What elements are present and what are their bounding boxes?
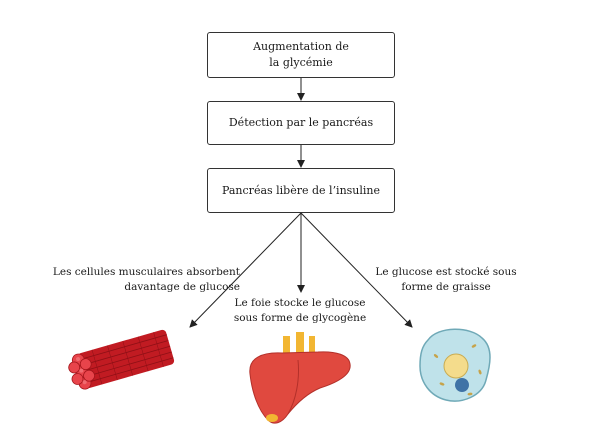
- step-pancreas-detection: Détection par le pancréas: [207, 101, 395, 145]
- step-insulin-release: Pancréas libère de l’insuline: [207, 168, 395, 213]
- muscle-caption: Les cellules musculaires absorbent davan…: [52, 266, 240, 294]
- step-blood-sugar-increase: Augmentation de la glycémie: [207, 32, 395, 78]
- liver-caption: Le foie stocke le glucose sous forme de …: [233, 297, 367, 325]
- fat-caption: Le glucose est stocké sous forme de grai…: [375, 266, 517, 294]
- arrow-to-fat: [300, 212, 413, 328]
- arrow-to-muscle: [189, 212, 302, 328]
